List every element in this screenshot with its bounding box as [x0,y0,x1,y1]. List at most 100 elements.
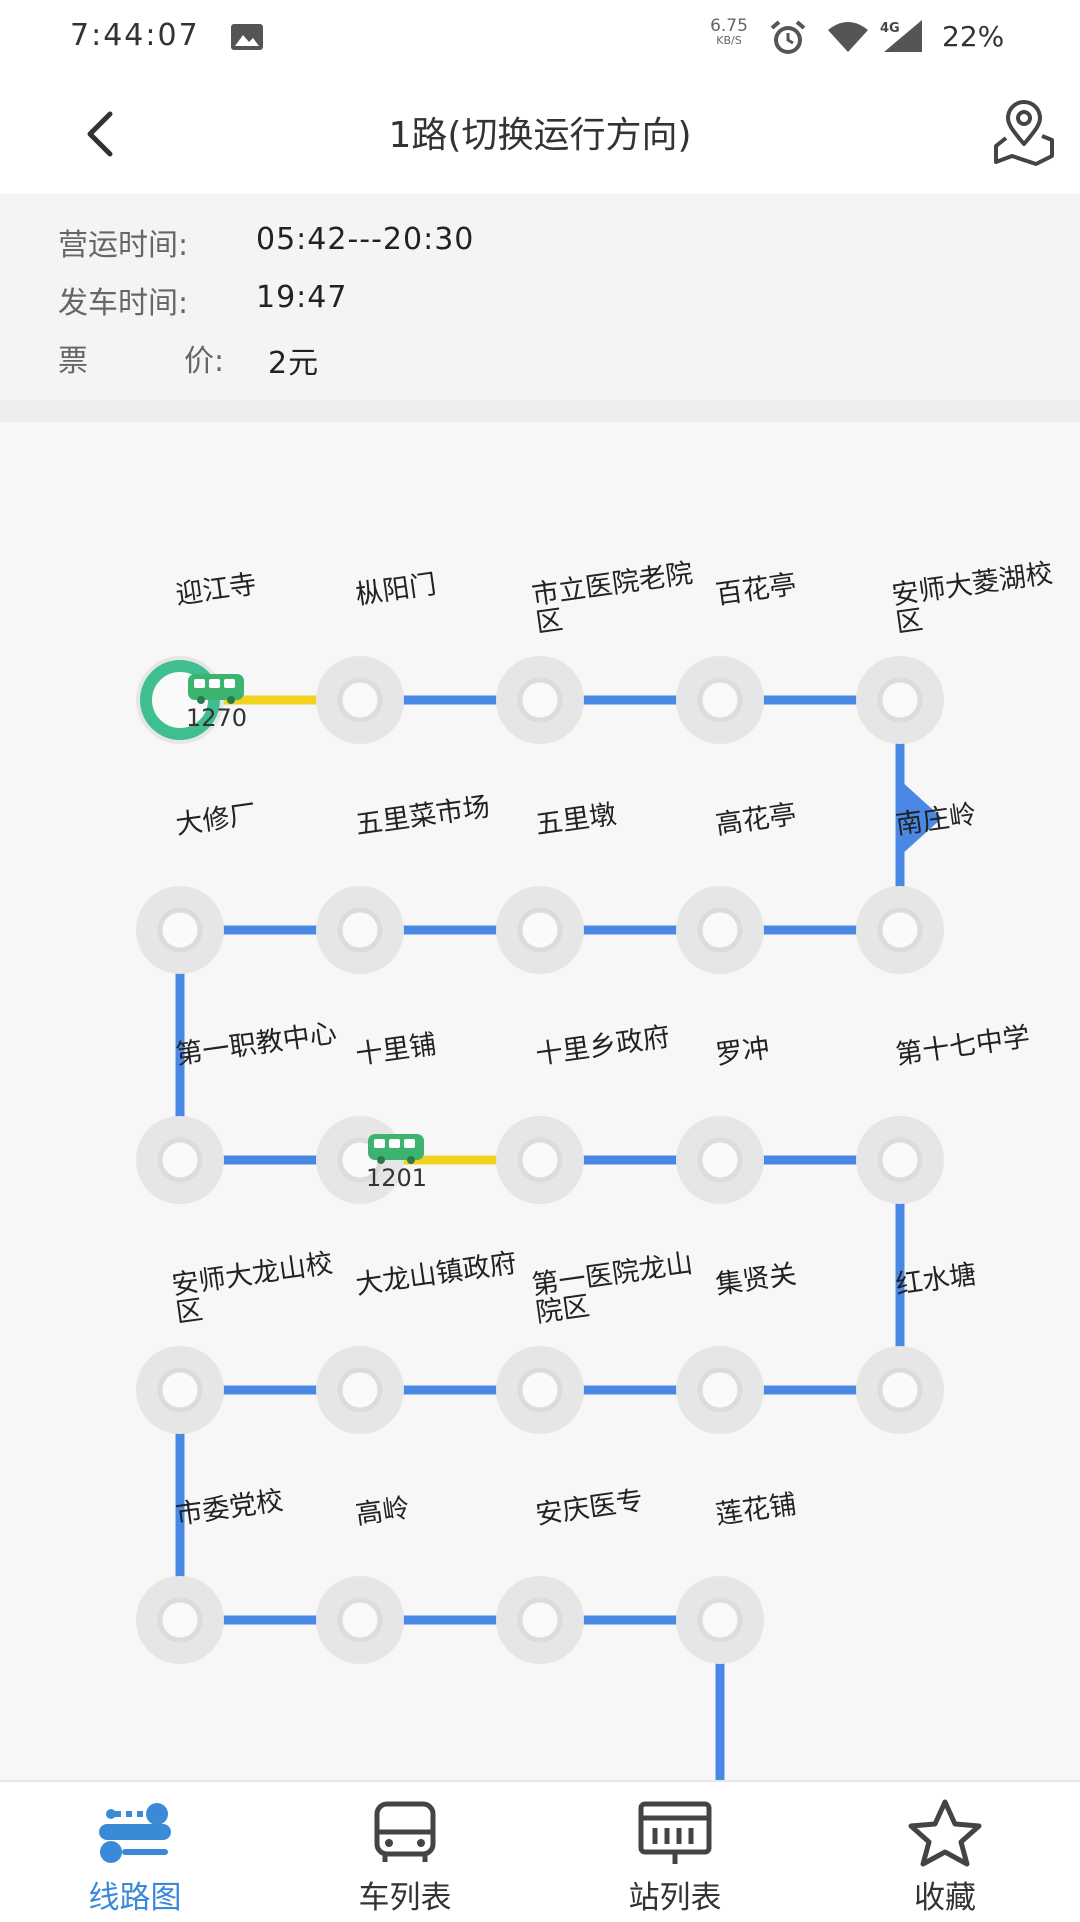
bus-window [194,679,205,688]
tab-bus-list-label: 车列表 [358,1880,452,1916]
station-node[interactable] [676,656,764,744]
station-dot [337,1597,383,1643]
station-node[interactable] [856,1116,944,1204]
station-dot [517,1137,563,1183]
station-node[interactable] [316,886,404,974]
route-map[interactable]: 迎江寺枞阳门市立医院老院区百花亭安师大菱湖校区南庄岭高花亭五里墩五里菜市场大修厂… [0,422,1080,1780]
bus-wheel [197,696,205,704]
station-node[interactable] [676,1576,764,1664]
station-node[interactable] [316,656,404,744]
station-node[interactable] [136,1346,224,1434]
station-dot [697,1137,743,1183]
station-node[interactable] [496,1346,584,1434]
network-speed: 6.75 KB/S [706,16,752,47]
station-dot [157,1137,203,1183]
route-map-canvas [136,656,944,1780]
departure-time-label: 发车时间: [58,286,189,321]
bus-id-label: 1201 [366,1164,428,1192]
fare-label-2: 价: [184,344,225,379]
station-dot [697,677,743,723]
wifi-icon [828,22,868,52]
station-node[interactable] [136,1576,224,1664]
station-node[interactable] [316,1576,404,1664]
bottom-nav: 线路图 车列表 站列表 收藏 [0,1780,1080,1922]
network-type: 4G [880,21,900,36]
station-dot [697,1597,743,1643]
tab-station-list[interactable]: 站列表 [540,1782,810,1922]
bus-id-label: 1270 [186,704,248,732]
bus-window [374,1139,385,1148]
station-dot [337,677,383,723]
station-dot [877,1137,923,1183]
map-location-button[interactable] [992,100,1056,168]
alarm-icon [770,20,806,54]
tab-station-list-label: 站列表 [628,1880,722,1916]
bus-window [389,1139,400,1148]
bus-icon [374,1801,436,1862]
station-dot [877,907,923,953]
station-dot [517,907,563,953]
station-node[interactable] [856,656,944,744]
station-node[interactable] [496,656,584,744]
chevron-left-icon [87,111,113,157]
bus-window [224,679,235,688]
fare-value: 2元 [268,346,320,381]
station-dot [697,1367,743,1413]
station-node[interactable] [676,886,764,974]
station-board-icon [638,1801,712,1864]
image-notification-icon [231,24,263,50]
tab-favorites-label: 收藏 [914,1880,976,1916]
station-node[interactable] [496,1576,584,1664]
station-dot [337,907,383,953]
departure-time-value: 19:47 [256,280,348,315]
page-title[interactable]: 1路(切换运行方向) [388,115,692,156]
station-dot [877,677,923,723]
station-node[interactable] [856,886,944,974]
star-icon [908,1799,982,1867]
station-node[interactable] [316,1346,404,1434]
bus-window [404,1139,415,1148]
station-node[interactable] [136,886,224,974]
route-map-icon [99,1803,171,1863]
station-node[interactable] [856,1346,944,1434]
route-info-panel: 营运时间: 05:42---20:30 发车时间: 19:47 票 价: 2元 [0,194,1080,400]
station-dot [157,1597,203,1643]
station-node[interactable] [676,1116,764,1204]
divider [0,400,1080,422]
tab-bus-list[interactable]: 车列表 [270,1782,540,1922]
bus-marker-icon[interactable] [188,674,244,704]
map-pin-icon [994,100,1054,166]
tab-favorites[interactable]: 收藏 [810,1782,1080,1922]
station-node[interactable] [136,1116,224,1204]
station-dot [697,907,743,953]
bus-wheel [377,1156,385,1164]
operating-hours-label: 营运时间: [58,228,189,263]
cellular-signal-icon: 4G [880,20,922,52]
operating-hours-value: 05:42---20:30 [256,222,475,257]
back-button[interactable] [70,104,130,164]
station-node[interactable] [676,1346,764,1434]
station-dot [517,677,563,723]
battery-percent: 22% [942,20,1005,53]
station-dot [337,1367,383,1413]
station-dot [157,907,203,953]
station-dot [157,1367,203,1413]
direction-arrow-icon [900,780,942,856]
station-node[interactable] [496,1116,584,1204]
network-speed-unit: KB/S [716,34,742,47]
network-speed-value: 6.75 [710,16,748,36]
bus-wheel [227,696,235,704]
station-dot [877,1367,923,1413]
status-bar: 7:44:07 6.75 KB/S 4G 22% [0,0,1080,76]
tab-route-map-label: 线路图 [88,1880,182,1916]
fare-label-1: 票 [58,344,88,379]
tab-route-map[interactable]: 线路图 [0,1782,270,1922]
status-time: 7:44:07 [70,18,200,53]
bus-window [209,679,220,688]
station-dot [517,1367,563,1413]
bus-marker-icon[interactable] [368,1134,424,1164]
station-node[interactable] [496,886,584,974]
header: 1路(切换运行方向) [0,76,1080,194]
bus-wheel [407,1156,415,1164]
station-dot [517,1597,563,1643]
